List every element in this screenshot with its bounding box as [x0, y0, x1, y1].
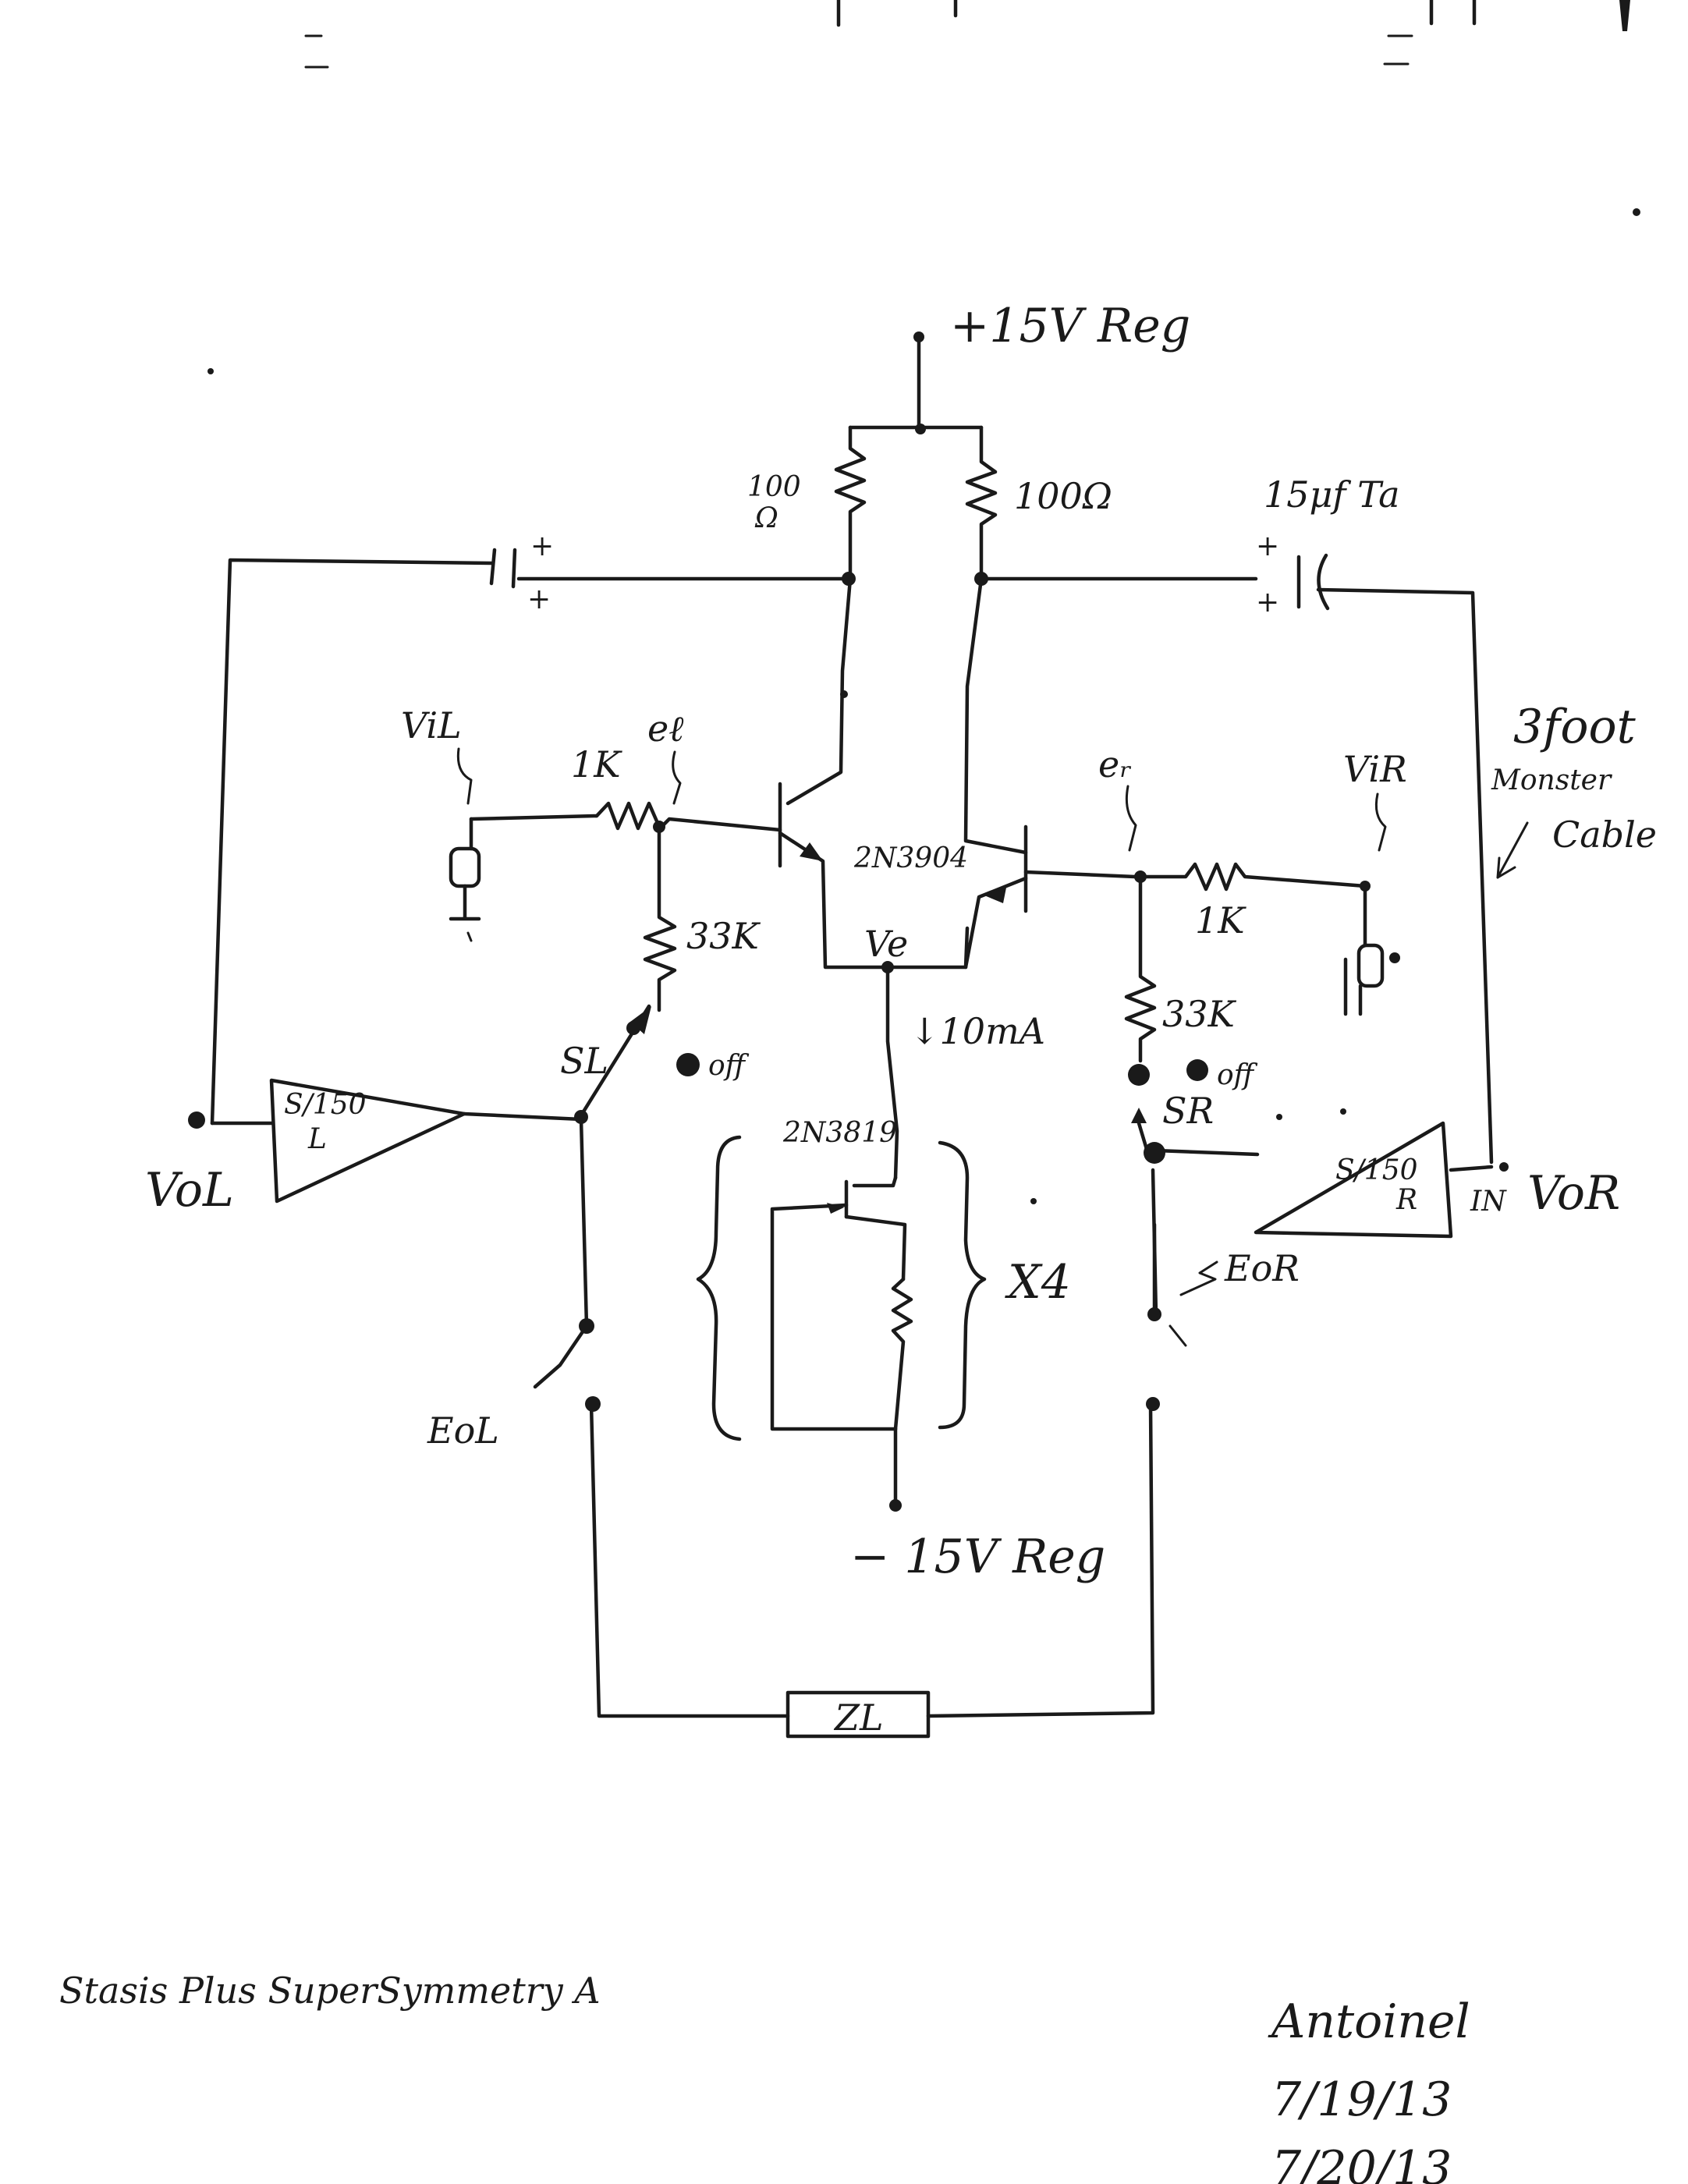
signature: Antoinel — [1268, 1994, 1470, 2049]
r-right-top-value: 100Ω — [1014, 475, 1112, 517]
amp-left-top: S/150 — [284, 1089, 367, 1121]
eor-arrow — [1179, 1260, 1218, 1296]
load-label: ZL — [833, 1696, 884, 1739]
sr-label: SR — [1162, 1090, 1214, 1132]
el-arrow — [672, 750, 682, 805]
vil-arrow — [456, 747, 473, 805]
vor-label: VoR — [1527, 1166, 1620, 1221]
scan-edge-marks — [207, 0, 1640, 374]
supply-negative-label: − 15V Reg — [850, 1530, 1105, 1584]
amp-left-bottom: L — [307, 1123, 327, 1155]
ve-label: Ve — [864, 923, 908, 965]
footer-title: Stasis Plus SuperSymmetry A — [59, 1970, 601, 2012]
wiring — [210, 335, 1494, 1739]
vir-arrow — [1374, 792, 1387, 852]
r-bias-right-value: 33K — [1162, 993, 1237, 1035]
r-in-right-value: 1K — [1195, 899, 1246, 941]
date-1: 7/19/13 — [1271, 2072, 1452, 2127]
sl-label: SL — [560, 1040, 608, 1082]
r-left-top-unit: Ω — [754, 502, 778, 534]
vil-label: ViL — [401, 704, 462, 746]
cable-note-line3: Cable — [1552, 814, 1657, 856]
cable-arrow — [1496, 821, 1529, 879]
current-label: ↓10mA — [910, 1010, 1045, 1052]
vol-label: VoL — [145, 1163, 234, 1218]
off-left-label: off — [708, 1050, 750, 1082]
cap-right-plus-top: + — [1256, 530, 1279, 562]
cap-right-plus-bottom: + — [1256, 587, 1279, 619]
eol-label: EoL — [427, 1409, 499, 1452]
r-bias-left-value: 33K — [686, 915, 761, 957]
r-in-left-value: 1K — [571, 743, 622, 785]
labels: +15V Reg 100 Ω 100Ω ViL 1K eℓ 33K 2N3904… — [145, 299, 1657, 1739]
supply-positive-label: +15V Reg — [950, 299, 1190, 353]
amp-right-in: IN — [1470, 1186, 1507, 1218]
capacitor-left: + + — [489, 530, 554, 615]
off-right-label: off — [1217, 1059, 1258, 1091]
junctions — [188, 332, 1509, 1512]
er-arrow — [1125, 785, 1137, 852]
amp-right-bottom: R — [1395, 1184, 1417, 1216]
vir-label: ViR — [1343, 748, 1407, 790]
amp-right-top: S/150 — [1335, 1154, 1418, 1186]
cap-right-value: 15μf Ta — [1264, 473, 1400, 516]
cable-note-line2: Monster — [1491, 764, 1612, 796]
eor-label: EoR — [1224, 1247, 1300, 1289]
cap-left-plus-bottom: + — [527, 583, 551, 615]
el-label: eℓ — [647, 707, 684, 750]
multiplier-label: X4 — [1005, 1255, 1071, 1310]
footer: Stasis Plus SuperSymmetry A Antoinel 7/1… — [59, 1970, 1470, 2184]
jfet-label: 2N3819 — [782, 1117, 897, 1149]
bjt-label: 2N3904 — [853, 842, 968, 874]
date-2: 7/20/13 — [1271, 2141, 1452, 2184]
er-label: eᵣ — [1098, 743, 1132, 785]
capacitor-right: + + 15μf Ta — [1256, 473, 1400, 619]
cable-note-line1: 3foot — [1513, 700, 1637, 754]
cap-left-plus-top: + — [530, 530, 554, 562]
r-left-top-value: 100 — [747, 471, 801, 503]
